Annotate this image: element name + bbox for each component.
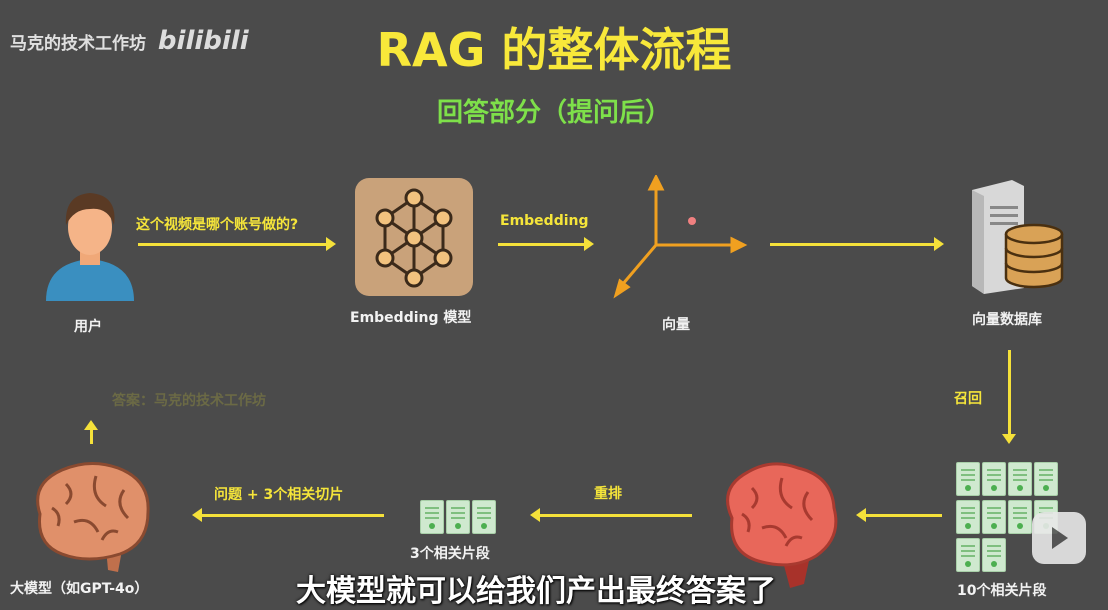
neural-network-icon	[355, 178, 473, 296]
watermark: 马克的技术工作坊 bilibili	[10, 26, 249, 56]
answer-text: 答案：马克的技术工作坊	[112, 393, 266, 409]
arrow-reranker-to-three-chunks	[530, 508, 692, 522]
arrow-db-to-chunks	[1002, 350, 1016, 444]
ten-chunks-icon	[956, 462, 1066, 572]
database-server-icon	[972, 180, 1064, 294]
embedding-label: Embedding	[500, 213, 589, 229]
arrow-vector-to-db	[770, 237, 944, 251]
question-label: 这个视频是哪个账号做的?	[136, 217, 299, 233]
page-title: RAG 的整体流程	[376, 23, 732, 77]
user-icon	[46, 193, 134, 301]
page-subtitle: 回答部分（提问后）	[436, 98, 671, 128]
to-llm-label: 问题 + 3个相关切片	[214, 487, 344, 503]
reranker-brain-icon	[726, 462, 838, 588]
arrow-user-to-embedding	[138, 237, 336, 251]
rerank-label: 重排	[594, 486, 622, 502]
arrow-embedding-to-vector	[498, 237, 594, 251]
vector-db-label: 向量数据库	[972, 312, 1042, 328]
arrow-llm-to-answer	[84, 420, 98, 444]
vector-label: 向量	[662, 317, 690, 333]
video-caption: 大模型就可以给我们产出最终答案了	[296, 574, 776, 609]
bilibili-play-badge	[1032, 512, 1086, 564]
llm-label: 大模型（如GPT-4o）	[10, 581, 149, 597]
channel-name: 马克的技术工作坊	[10, 34, 146, 54]
arrow-chunks-to-reranker	[856, 508, 942, 522]
vector-axes-icon	[613, 175, 748, 299]
three-chunks-icon	[420, 500, 500, 536]
llm-brain-icon	[36, 462, 150, 572]
user-label: 用户	[74, 319, 102, 335]
three-chunks-label: 3个相关片段	[410, 546, 490, 562]
bilibili-logo: bilibili	[157, 26, 249, 56]
ten-chunks-label: 10个相关片段	[957, 583, 1047, 599]
arrow-three-chunks-to-llm	[192, 508, 384, 522]
embedding-model-label: Embedding 模型	[350, 310, 472, 326]
recall-label: 召回	[954, 391, 982, 407]
